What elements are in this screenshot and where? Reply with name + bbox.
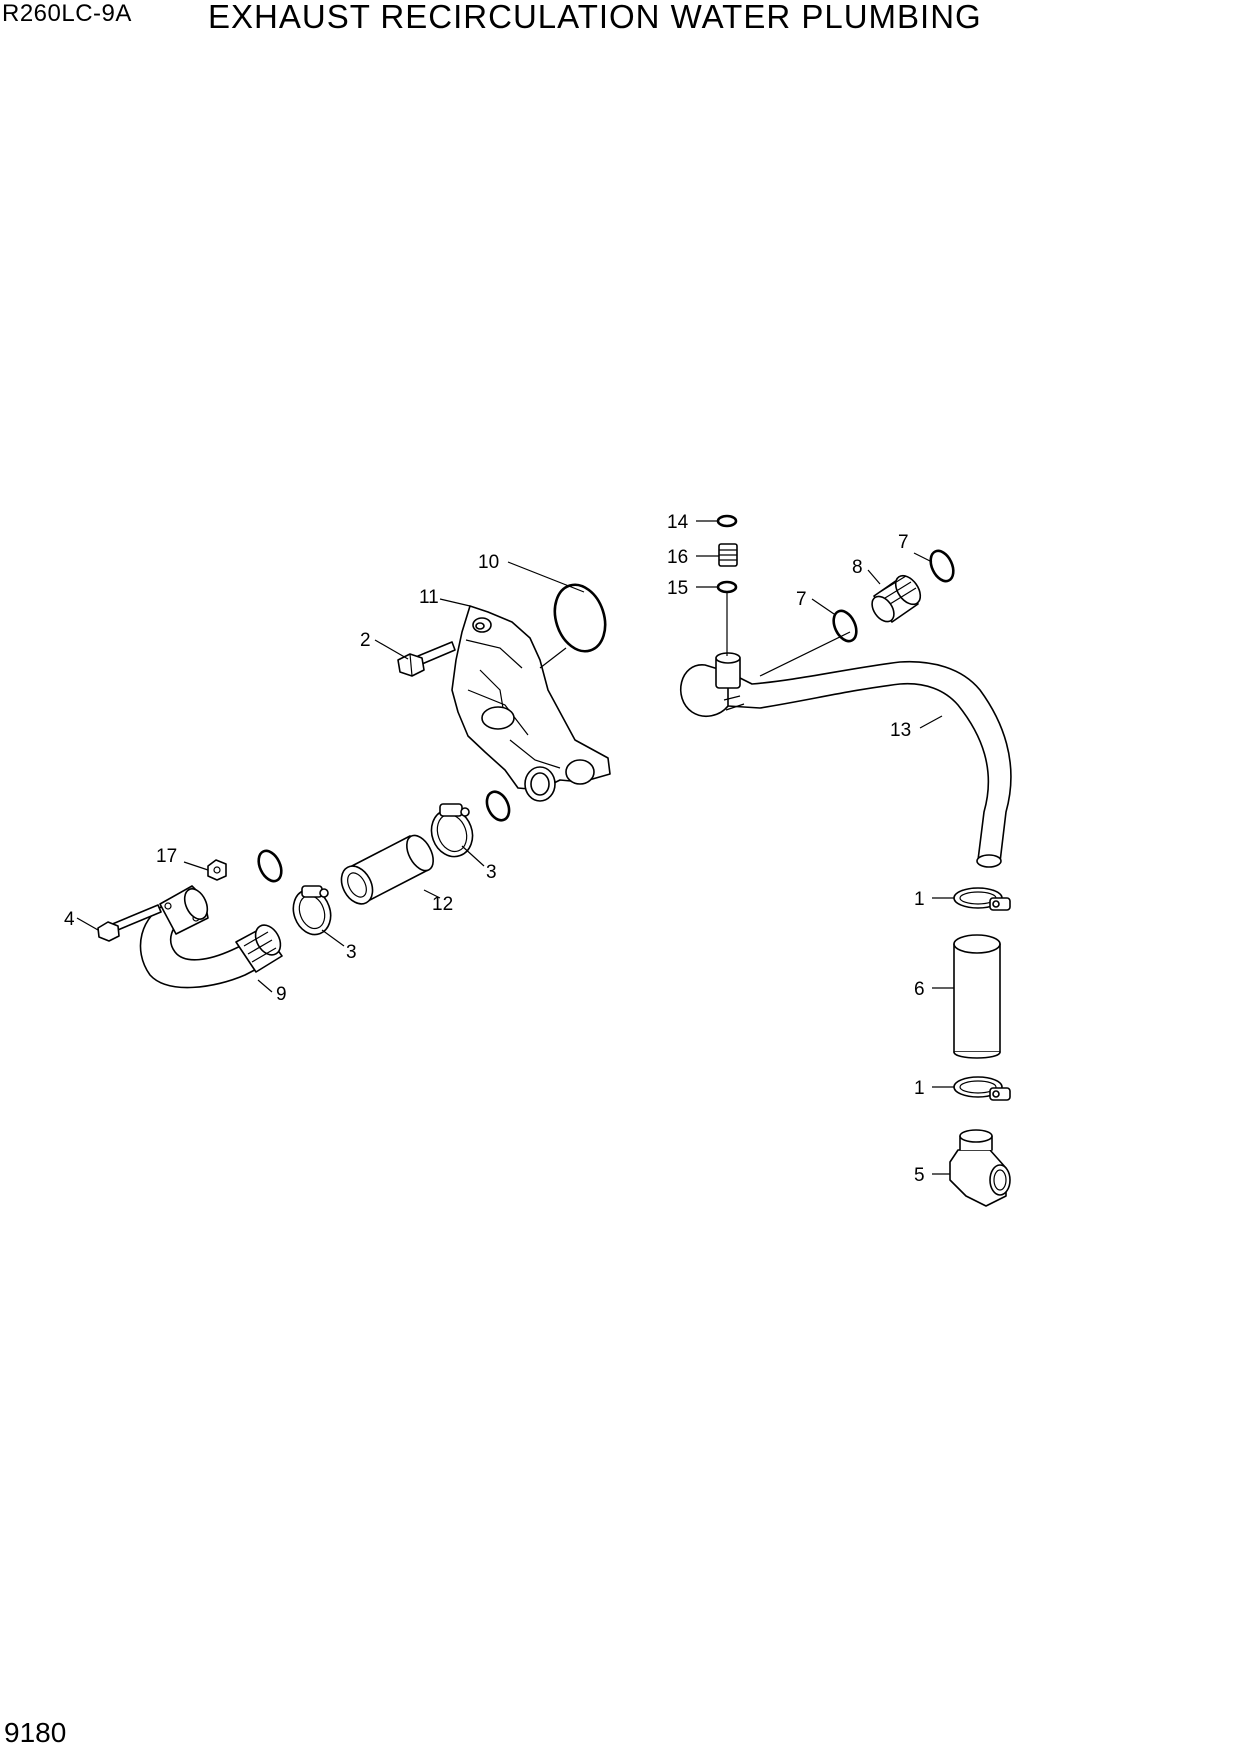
callout-16: 16 (667, 547, 688, 568)
part-8-fitting (871, 574, 922, 623)
callout-1-upper: 1 (914, 889, 925, 910)
callout-6: 6 (914, 979, 925, 1000)
callout-12: 12 (432, 894, 453, 915)
part-12-hose (340, 834, 434, 905)
o-ring-9 (257, 849, 283, 883)
page-title: EXHAUST RECIRCULATION WATER PLUMBING (208, 0, 982, 35)
part-15-oring (716, 580, 738, 594)
part-17-nut (207, 859, 227, 881)
callout-8: 8 (852, 557, 863, 578)
leader-lines (76, 520, 954, 1175)
callout-4: 4 (64, 909, 75, 930)
part-2-bolt (397, 641, 456, 677)
part-7-oring-left (832, 609, 858, 643)
part-9-pipe (139, 885, 283, 989)
callout-15: 15 (667, 578, 688, 599)
callout-11: 11 (419, 587, 439, 608)
callout-10: 10 (478, 552, 499, 573)
part-1-clamp-upper (953, 887, 1011, 911)
callout-labels: 10 11 2 3 12 3 17 4 9 14 16 15 7 8 7 13 … (64, 512, 925, 1186)
callout-9: 9 (276, 984, 287, 1005)
part-16-plug (718, 543, 738, 567)
page-number: 9180 (4, 1717, 67, 1748)
callout-14: 14 (667, 512, 689, 533)
o-ring (485, 790, 511, 822)
part-3-clamp-lower (292, 885, 332, 936)
part-3-clamp-upper (430, 803, 474, 858)
part-6-hose (953, 934, 1001, 1059)
callout-13: 13 (890, 720, 911, 741)
callout-5: 5 (914, 1165, 925, 1186)
part-5-elbow (949, 1129, 1011, 1207)
callout-3-lower: 3 (346, 942, 357, 963)
callout-17: 17 (156, 846, 177, 867)
part-11-housing (451, 605, 611, 802)
part-7-oring-right (929, 549, 955, 583)
part-13-pipe (679, 652, 1012, 868)
model-code: R260LC-9A (2, 0, 132, 27)
callout-7-right: 7 (898, 532, 909, 553)
callout-3-upper: 3 (486, 862, 497, 883)
part-4-bolt (97, 904, 162, 942)
callout-7-left: 7 (796, 589, 807, 610)
part-1-clamp-lower (953, 1076, 1011, 1101)
callout-2: 2 (360, 630, 371, 651)
part-14-oring (716, 514, 738, 528)
callout-1-lower: 1 (914, 1078, 925, 1099)
